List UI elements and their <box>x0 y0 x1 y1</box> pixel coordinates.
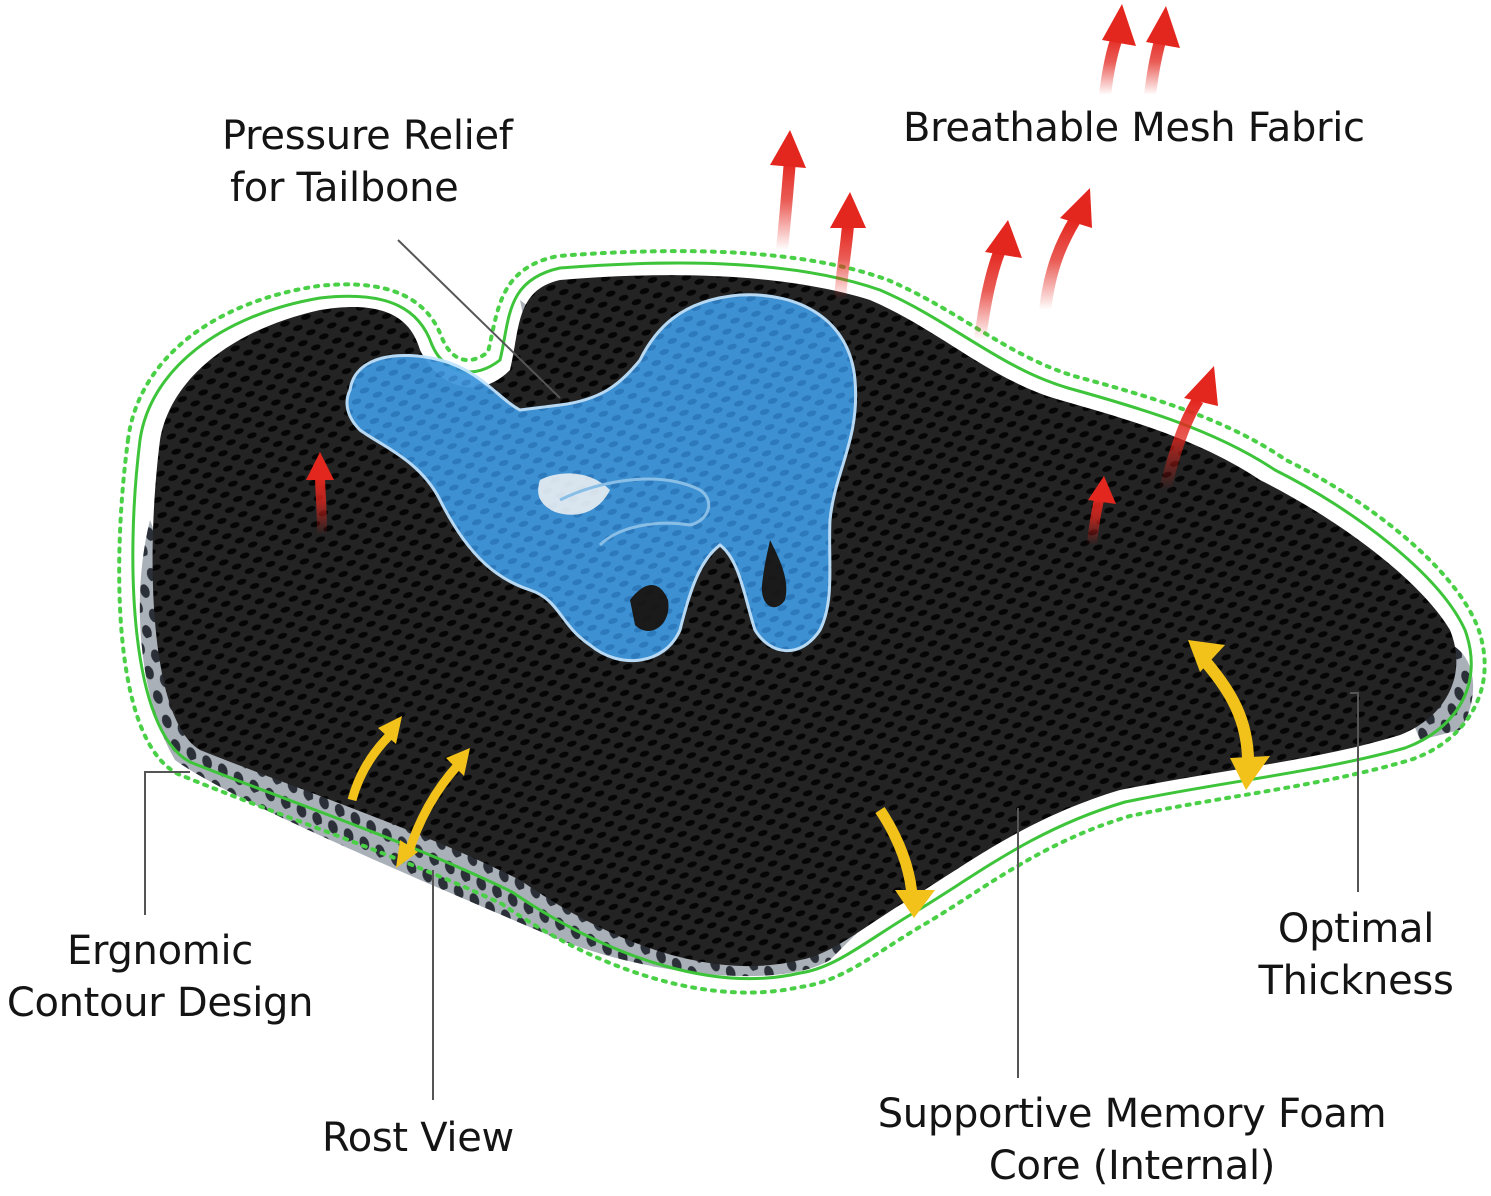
yellow-double-arrow-icon <box>1188 640 1270 790</box>
label-line: for Tailbone <box>230 165 459 211</box>
label-ergonomic-contour: Ergnomic Contour Design <box>0 925 320 1029</box>
label-line: Supportive Memory Foam <box>877 1091 1387 1137</box>
label-rost-view: Rost View <box>322 1112 514 1164</box>
cushion-outline-solid <box>131 261 1473 981</box>
red-arrow-icon <box>1039 188 1092 311</box>
red-arrow-icon <box>1099 4 1136 96</box>
label-memory-foam-core: Supportive Memory Foam Core (Internal) <box>862 1088 1402 1192</box>
label-breathable-mesh: Breathable Mesh Fabric <box>903 102 1365 154</box>
red-arrow-icon <box>830 192 866 301</box>
leader-pressure-relief <box>397 239 561 399</box>
leader-lines <box>144 239 1359 1100</box>
red-arrow-icon <box>1159 366 1218 492</box>
red-arrow-icon <box>1087 476 1116 546</box>
label-line: Core (Internal) <box>988 1143 1276 1189</box>
label-optimal-thickness: Optimal Thickness <box>1245 903 1467 1007</box>
label-pressure-relief: Pressure Relief for Tailbone <box>222 110 513 214</box>
pelvis-icon <box>345 293 858 663</box>
yellow-arrow-icon <box>347 716 402 802</box>
red-arrow-icon <box>770 130 806 251</box>
label-line: Breathable Mesh Fabric <box>903 105 1365 151</box>
red-arrow-icon <box>1144 6 1180 96</box>
label-line: Thickness <box>1258 958 1454 1004</box>
label-line: Rost View <box>322 1115 514 1161</box>
red-arrow-icon <box>974 220 1022 341</box>
heat-arrows <box>306 4 1218 546</box>
cushion-outline-dotted <box>117 249 1487 995</box>
leader-ergonomic <box>144 771 190 915</box>
label-line: Contour Design <box>6 980 314 1026</box>
label-line: Pressure Relief <box>222 113 513 159</box>
red-arrow-icon <box>306 452 334 536</box>
label-line: Optimal <box>1277 906 1435 952</box>
yellow-arrow-icon <box>396 748 470 868</box>
leader-optimal-thickness <box>1350 692 1359 892</box>
yellow-arrow-icon <box>875 806 935 918</box>
label-line: Ergnomic <box>67 928 253 974</box>
flex-arrows <box>347 640 1270 918</box>
